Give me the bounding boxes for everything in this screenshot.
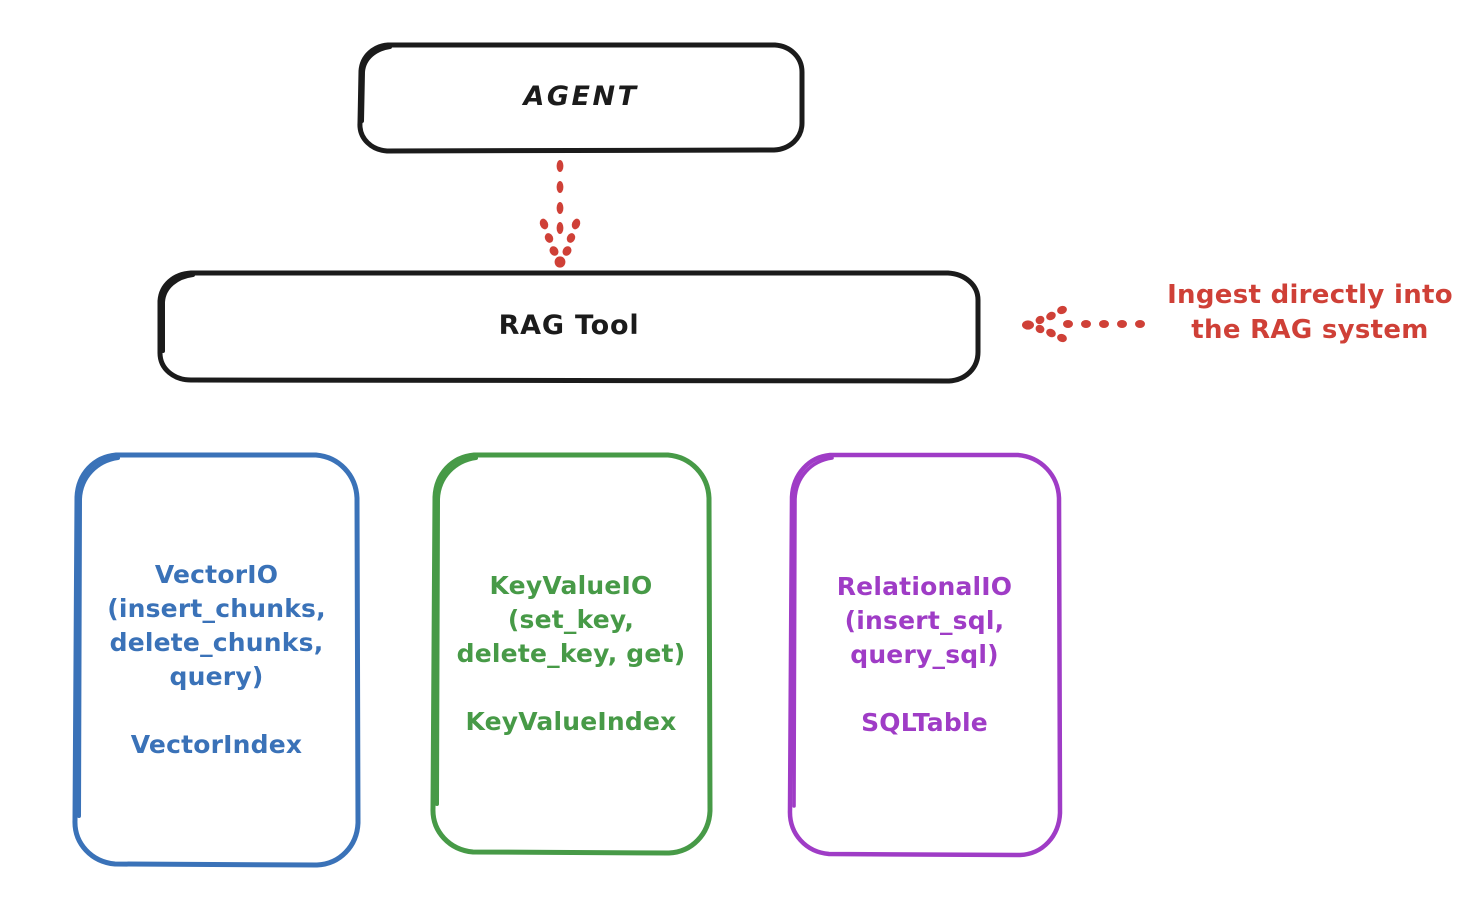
node-key-value-io[interactable]: KeyValueIO (set_key, delete_key, get) Ke… bbox=[428, 450, 714, 858]
node-rag-tool-label: RAG Tool bbox=[498, 310, 640, 342]
ingest-annotation: Ingest directly into the RAG system bbox=[1167, 280, 1453, 345]
node-agent[interactable]: AGENT bbox=[356, 41, 806, 154]
ingest-arrow bbox=[1022, 305, 1145, 343]
node-rag-tool[interactable]: RAG Tool bbox=[155, 269, 983, 384]
node-key-value-io-label: KeyValueIO (set_key, delete_key, get) Ke… bbox=[456, 571, 686, 736]
node-relational-io[interactable]: RelationalIO (insert_sql, query_sql) SQL… bbox=[785, 450, 1064, 860]
node-vector-io[interactable]: VectorIO (insert_chunks, delete_chunks, … bbox=[70, 450, 363, 870]
agent-to-rag-arrow bbox=[539, 160, 581, 268]
node-relational-io-label: RelationalIO (insert_sql, query_sql) SQL… bbox=[836, 572, 1013, 737]
node-agent-label: AGENT bbox=[523, 81, 639, 113]
node-vector-io-label: VectorIO (insert_chunks, delete_chunks, … bbox=[107, 560, 326, 759]
